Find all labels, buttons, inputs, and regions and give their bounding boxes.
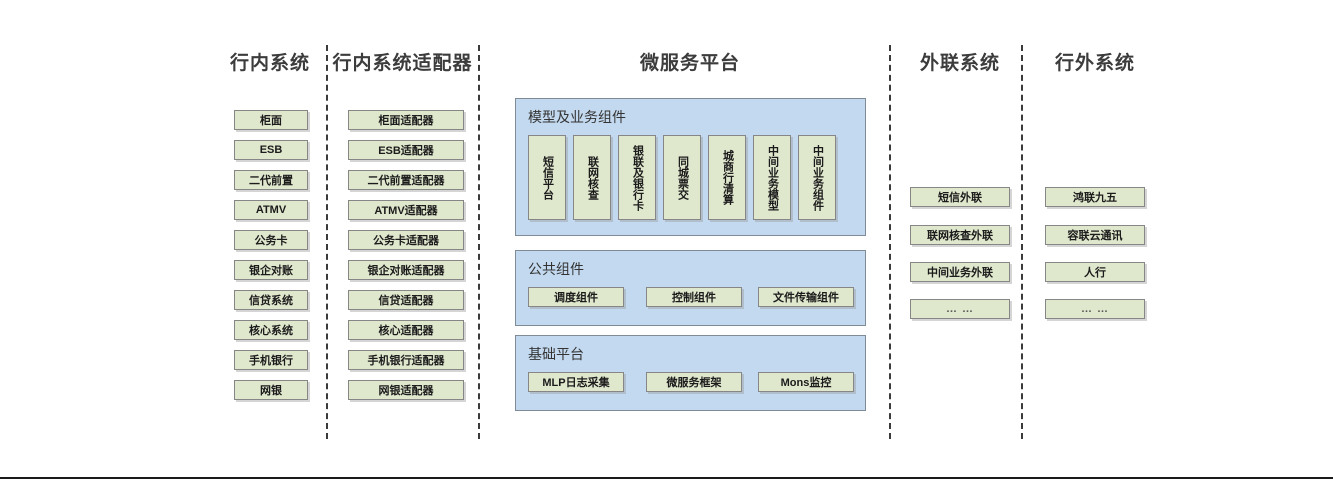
node-internal-adapter[interactable]: 手机银行适配器 [348,350,464,370]
vnode-label: 中间业务组件 [811,144,824,211]
node-internal-system[interactable]: 公务卡 [234,230,308,250]
vnode-model-component[interactable]: 中间业务组件 [798,135,836,220]
node-external-link-system[interactable]: 短信外联 [910,187,1010,207]
vnode-model-component[interactable]: 中间业务模型 [753,135,791,220]
node-internal-adapter[interactable]: ATMV适配器 [348,200,464,220]
node-internal-system[interactable]: 柜面 [234,110,308,130]
node-internal-system[interactable]: 银企对账 [234,260,308,280]
vnode-model-component[interactable]: 联网核查 [573,135,611,220]
node-public-component[interactable]: 调度组件 [528,287,624,307]
divider-3 [889,45,891,439]
vnode-label: 中间业务模型 [766,144,779,211]
column-header-internal-systems: 行内系统 [229,53,310,74]
vnode-label: 联网核查 [586,155,599,200]
panel-title-public-components: 公共组件 [528,261,584,277]
node-internal-adapter[interactable]: ESB适配器 [348,140,464,160]
node-internal-system[interactable]: 二代前置 [234,170,308,190]
node-internal-system[interactable]: 手机银行 [234,350,308,370]
node-internal-adapter[interactable]: 核心适配器 [348,320,464,340]
node-outside-bank-system[interactable]: 人行 [1045,262,1145,282]
divider-2 [478,45,480,439]
node-base-platform-component[interactable]: MLP日志采集 [528,372,624,392]
node-internal-adapter[interactable]: 银企对账适配器 [348,260,464,280]
node-internal-adapter[interactable]: 公务卡适配器 [348,230,464,250]
vnode-model-component[interactable]: 同城票交 [663,135,701,220]
panel-title-model-business-components: 模型及业务组件 [528,109,626,125]
node-internal-system[interactable]: 核心系统 [234,320,308,340]
node-internal-system[interactable]: 信贷系统 [234,290,308,310]
node-internal-adapter[interactable]: 柜面适配器 [348,110,464,130]
vnode-label: 城商行清算 [721,150,734,205]
node-external-link-system[interactable]: 联网核查外联 [910,225,1010,245]
node-outside-bank-system-more[interactable]: … … [1045,299,1145,319]
divider-1 [326,45,328,439]
column-header-external-link-systems: 外联系统 [919,53,1000,74]
bottom-rule [0,477,1333,479]
vnode-label: 银联及银行卡 [631,144,644,211]
node-external-link-system-more[interactable]: … … [910,299,1010,319]
node-external-link-system[interactable]: 中间业务外联 [910,262,1010,282]
column-header-internal-adapters: 行内系统适配器 [332,53,473,74]
node-public-component[interactable]: 控制组件 [646,287,742,307]
vnode-label: 短信平台 [541,155,554,200]
node-internal-system[interactable]: ESB [234,140,308,160]
node-outside-bank-system[interactable]: 鸿联九五 [1045,187,1145,207]
node-base-platform-component[interactable]: Mons监控 [758,372,854,392]
node-internal-adapter[interactable]: 信贷适配器 [348,290,464,310]
node-outside-bank-system[interactable]: 容联云通讯 [1045,225,1145,245]
vnode-model-component[interactable]: 银联及银行卡 [618,135,656,220]
node-public-component[interactable]: 文件传输组件 [758,287,854,307]
column-header-outside-bank-systems: 行外系统 [1054,53,1135,74]
node-internal-system[interactable]: 网银 [234,380,308,400]
panel-title-base-platform: 基础平台 [528,346,584,362]
vnode-model-component[interactable]: 短信平台 [528,135,566,220]
node-internal-system[interactable]: ATMV [234,200,308,220]
node-base-platform-component[interactable]: 微服务框架 [646,372,742,392]
divider-4 [1021,45,1023,439]
vnode-model-component[interactable]: 城商行清算 [708,135,746,220]
vnode-label: 同城票交 [676,155,689,200]
node-internal-adapter[interactable]: 二代前置适配器 [348,170,464,190]
column-header-microservice-platform: 微服务平台 [639,53,740,74]
node-internal-adapter[interactable]: 网银适配器 [348,380,464,400]
